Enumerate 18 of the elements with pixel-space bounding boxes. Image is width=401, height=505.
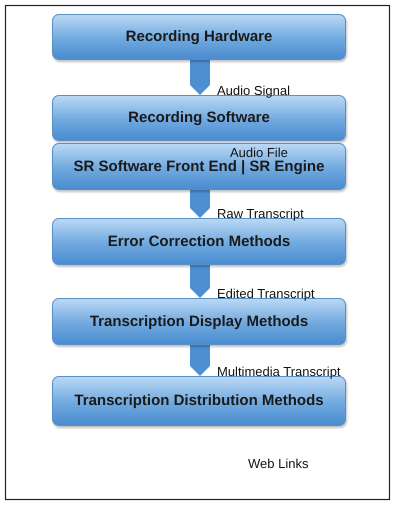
arrow <box>190 190 210 218</box>
arrow <box>190 60 210 95</box>
box-title: Transcription Distribution Methods <box>73 392 325 410</box>
process-box <box>52 14 346 60</box>
box-title: Recording Hardware <box>124 28 274 46</box>
arrow <box>190 345 210 376</box>
arrow <box>190 265 210 298</box>
box-title: Recording Software <box>127 109 271 127</box>
box-title: SR Software Front End | SR Engine <box>72 158 326 176</box>
edge-label: Audio Signal <box>217 83 290 98</box>
edge-label: Multimedia Transcript <box>217 364 341 379</box>
note-label: Audio File <box>230 145 288 160</box>
box-title: Transcription Display Methods <box>88 312 310 330</box>
edge-label: Raw Transcript <box>217 206 304 221</box>
note-label: Web Links <box>248 456 308 471</box>
process-box <box>52 143 346 190</box>
box-title: Error Correction Methods <box>106 232 292 250</box>
edge-label: Edited Transcript <box>217 286 315 301</box>
